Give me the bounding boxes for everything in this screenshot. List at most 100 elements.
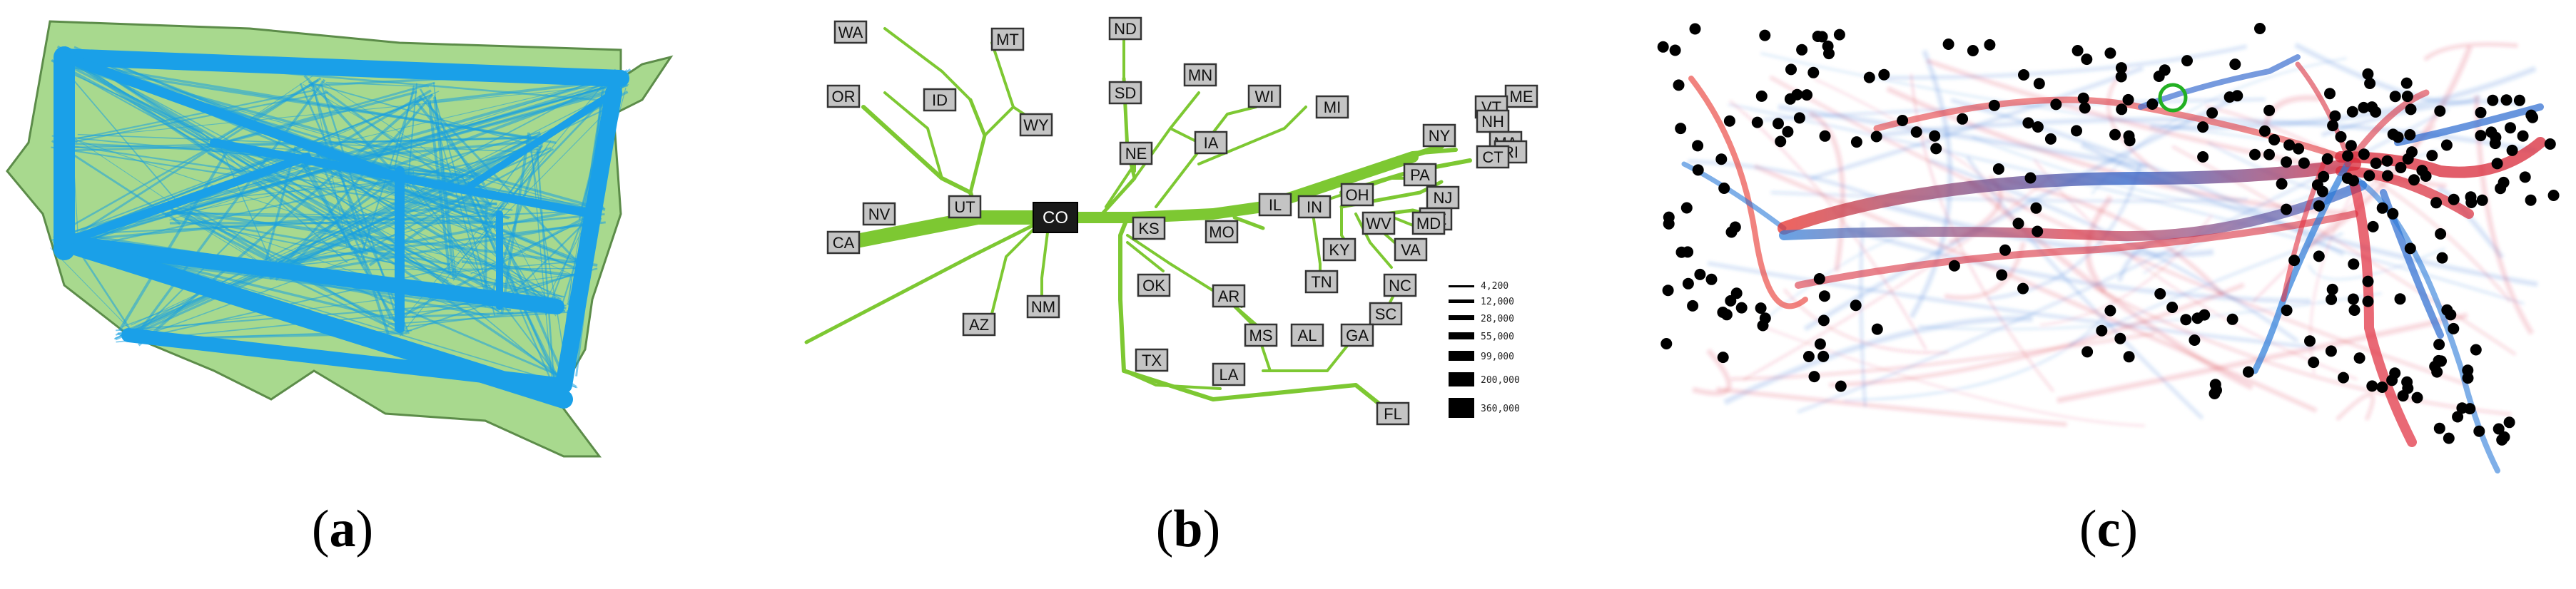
flow-edge bbox=[200, 81, 435, 150]
flow-edge bbox=[53, 77, 322, 250]
flow-edge bbox=[211, 78, 320, 144]
city-node bbox=[1657, 41, 1669, 53]
city-node bbox=[2370, 158, 2382, 169]
caption-a: (a) bbox=[311, 500, 374, 558]
faint-flow bbox=[1716, 386, 2067, 427]
city-node bbox=[2513, 94, 2525, 106]
faint-flow bbox=[2149, 66, 2537, 130]
city-node bbox=[1822, 40, 1834, 52]
state-node-label: IL bbox=[1269, 196, 1282, 214]
flow-edge bbox=[114, 272, 264, 341]
state-node-az: AZ bbox=[962, 312, 996, 337]
city-node bbox=[2012, 217, 2024, 230]
city-node bbox=[1759, 29, 1771, 41]
city-node bbox=[2199, 309, 2211, 321]
flow-edge bbox=[225, 91, 417, 144]
flow-edge bbox=[54, 210, 597, 236]
city-node bbox=[2116, 103, 2128, 116]
flow-edge bbox=[467, 180, 557, 380]
city-node bbox=[2362, 68, 2374, 80]
city-node bbox=[2426, 150, 2438, 162]
flow-edge bbox=[51, 146, 511, 219]
flow-edge bbox=[168, 180, 403, 205]
panel-a-flow-map bbox=[6, 20, 674, 458]
flow-edge bbox=[279, 220, 602, 278]
city-node bbox=[2435, 228, 2447, 240]
state-node-sd: SD bbox=[1108, 81, 1142, 105]
state-node-label: AR bbox=[1218, 287, 1240, 305]
city-node bbox=[2448, 193, 2460, 205]
faint-flow bbox=[2004, 178, 2224, 297]
city-node bbox=[2022, 117, 2034, 129]
faint-flow bbox=[2093, 285, 2512, 416]
faint-flow bbox=[1743, 174, 2053, 381]
city-node bbox=[2326, 293, 2338, 305]
city-node bbox=[2470, 344, 2482, 356]
faint-flow bbox=[2336, 393, 2375, 421]
city-node bbox=[2462, 372, 2474, 384]
state-node-fl: FL bbox=[1376, 401, 1410, 426]
city-node bbox=[2181, 55, 2193, 67]
state-node-label: CA bbox=[833, 234, 855, 252]
flow-edge bbox=[415, 101, 486, 186]
faint-flow bbox=[1753, 164, 2318, 413]
city-node bbox=[2547, 190, 2560, 201]
state-node-label: MD bbox=[1416, 215, 1441, 232]
city-node bbox=[2376, 381, 2388, 393]
panel-c-city-nodes bbox=[1657, 23, 2560, 446]
city-node bbox=[2018, 69, 2029, 81]
legend-swatch bbox=[1449, 398, 1474, 418]
state-node-oh: OH bbox=[1340, 183, 1374, 207]
city-node bbox=[2411, 391, 2423, 404]
state-node-me: ME bbox=[1504, 84, 1538, 108]
state-node-ga: GA bbox=[1340, 323, 1374, 347]
city-node bbox=[2313, 250, 2325, 262]
city-node bbox=[1835, 380, 1847, 392]
city-node bbox=[2366, 380, 2378, 392]
city-node bbox=[2487, 94, 2499, 106]
city-node bbox=[1871, 323, 1883, 335]
state-node-nj: NJ bbox=[1426, 185, 1460, 210]
state-node-nm: NM bbox=[1026, 294, 1060, 319]
city-node bbox=[1662, 285, 1674, 297]
city-node bbox=[2206, 107, 2218, 119]
state-node-label: MN bbox=[1188, 66, 1212, 84]
city-node bbox=[2392, 131, 2404, 143]
legend-label: 200,000 bbox=[1481, 375, 1520, 386]
state-node-label: FL bbox=[1384, 405, 1402, 423]
panel-b-legend: 4,200 12,000 28,000 55,000 99,000 200,00… bbox=[1449, 281, 1520, 418]
city-node bbox=[2166, 302, 2179, 313]
flow-edge bbox=[303, 78, 610, 168]
city-node bbox=[1775, 135, 1787, 148]
city-node bbox=[2506, 144, 2518, 156]
panel-c-bundled-flow-map bbox=[1657, 23, 2560, 473]
panel-b-root-node: CO bbox=[1033, 202, 1078, 233]
flow-edge bbox=[58, 149, 206, 234]
caption-c: (c) bbox=[2079, 500, 2139, 558]
city-node bbox=[1755, 302, 1767, 314]
state-node-label: IA bbox=[1204, 134, 1219, 152]
city-node bbox=[2081, 53, 2093, 66]
city-node bbox=[2032, 225, 2044, 237]
legend-swatch bbox=[1449, 299, 1474, 303]
state-node-label: NY bbox=[1429, 127, 1451, 145]
city-node bbox=[2321, 153, 2333, 165]
city-node bbox=[2342, 150, 2354, 162]
city-node bbox=[2281, 304, 2293, 317]
city-node bbox=[1967, 45, 1979, 56]
city-node bbox=[1793, 112, 1805, 124]
faint-flow bbox=[1770, 191, 2248, 203]
city-node bbox=[1878, 68, 1890, 81]
faint-flow bbox=[1875, 117, 2537, 153]
city-node bbox=[2348, 258, 2360, 270]
state-node-md: MD bbox=[1411, 211, 1446, 235]
state-node-label: TX bbox=[1142, 352, 1162, 369]
faint-flow bbox=[1810, 66, 2144, 181]
city-node bbox=[2404, 129, 2416, 140]
city-node bbox=[1863, 71, 1875, 83]
state-node-label: WV bbox=[1366, 215, 1391, 232]
city-node bbox=[2362, 295, 2374, 307]
city-node bbox=[2024, 172, 2037, 184]
state-node-label: NM bbox=[1031, 298, 1055, 316]
city-node bbox=[1735, 302, 1748, 314]
